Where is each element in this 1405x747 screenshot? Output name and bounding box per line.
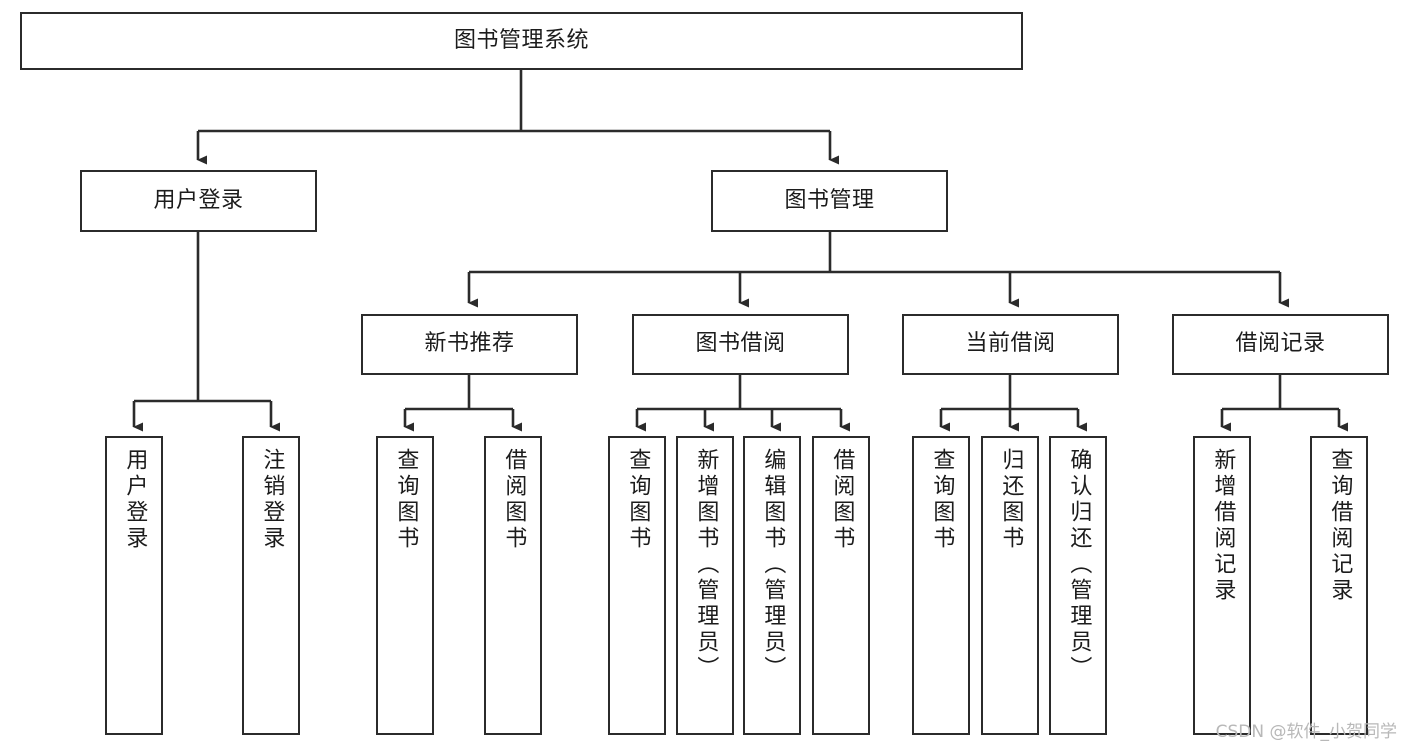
node-book-borrow[interactable]: 图书借阅: [632, 314, 849, 375]
leaf-user-login[interactable]: 用户登录: [105, 436, 163, 735]
leaf-query-book-1-label: 查询图书: [393, 448, 419, 552]
node-current-borrow[interactable]: 当前借阅: [902, 314, 1119, 375]
leaf-logout[interactable]: 注销登录: [242, 436, 300, 735]
leaf-user-login-label: 用户登录: [122, 448, 148, 552]
leaf-query-book-2[interactable]: 查询图书: [608, 436, 666, 735]
leaf-add-record[interactable]: 新增借阅记录: [1193, 436, 1251, 735]
node-borrow-record[interactable]: 借阅记录: [1172, 314, 1389, 375]
leaf-confirm-return-label: 确认归还（管理员）: [1066, 448, 1092, 682]
node-new-book-recommend[interactable]: 新书推荐: [361, 314, 578, 375]
leaf-logout-label: 注销登录: [259, 448, 285, 552]
leaf-borrow-book-1[interactable]: 借阅图书: [484, 436, 542, 735]
leaf-edit-book-label: 编辑图书（管理员）: [760, 448, 786, 682]
leaf-add-book-label: 新增图书（管理员）: [693, 448, 719, 682]
leaf-query-record[interactable]: 查询借阅记录: [1310, 436, 1368, 735]
leaf-query-book-2-label: 查询图书: [625, 448, 651, 552]
leaf-query-book-1[interactable]: 查询图书: [376, 436, 434, 735]
node-borrow-record-label: 借阅记录: [1235, 331, 1326, 357]
node-new-book-recommend-label: 新书推荐: [424, 331, 515, 357]
node-user-login[interactable]: 用户登录: [80, 170, 317, 232]
leaf-query-book-3-label: 查询图书: [929, 448, 955, 552]
leaf-add-record-label: 新增借阅记录: [1210, 448, 1236, 604]
node-book-manage-label: 图书管理: [784, 187, 875, 213]
node-current-borrow-label: 当前借阅: [965, 331, 1056, 357]
node-root[interactable]: 图书管理系统: [20, 12, 1023, 70]
node-root-label: 图书管理系统: [453, 27, 589, 53]
leaf-query-record-label: 查询借阅记录: [1327, 448, 1353, 604]
leaf-borrow-book-1-label: 借阅图书: [501, 448, 527, 552]
leaf-confirm-return[interactable]: 确认归还（管理员）: [1049, 436, 1107, 735]
node-user-login-label: 用户登录: [153, 187, 244, 213]
leaf-borrow-book-2[interactable]: 借阅图书: [812, 436, 870, 735]
leaf-edit-book[interactable]: 编辑图书（管理员）: [743, 436, 801, 735]
leaf-return-book[interactable]: 归还图书: [981, 436, 1039, 735]
node-book-manage[interactable]: 图书管理: [711, 170, 948, 232]
leaf-query-book-3[interactable]: 查询图书: [912, 436, 970, 735]
leaf-add-book[interactable]: 新增图书（管理员）: [676, 436, 734, 735]
watermark-text: CSDN @软件_小贺同学: [1215, 722, 1397, 742]
node-book-borrow-label: 图书借阅: [695, 331, 786, 357]
leaf-return-book-label: 归还图书: [998, 448, 1024, 552]
leaf-borrow-book-2-label: 借阅图书: [829, 448, 855, 552]
